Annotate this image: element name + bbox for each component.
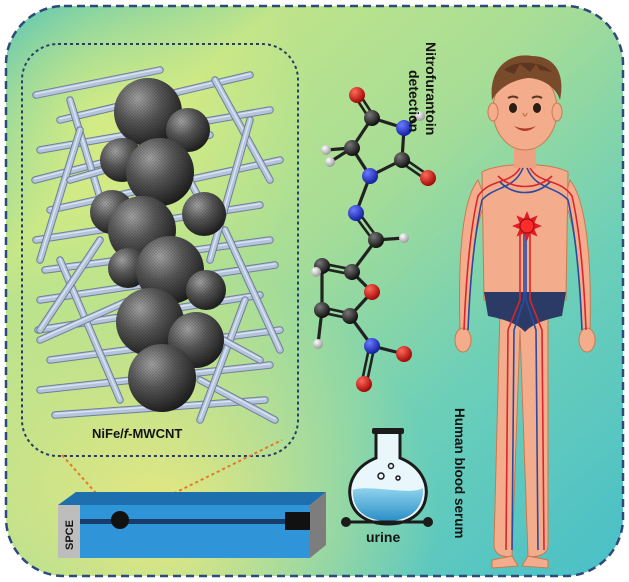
electrode-label: SPCE: [64, 520, 76, 550]
nanotube: [36, 126, 84, 264]
nitrogen-atom: [396, 120, 412, 136]
serum-label: Human blood serum: [452, 408, 467, 539]
analyte-label-line1: Nitrofurantoin: [423, 42, 439, 135]
nanotube: [196, 296, 249, 424]
nanoparticle-sphere: [114, 78, 182, 146]
hydrogen-atom: [311, 267, 321, 277]
oxygen-atom: [364, 284, 380, 300]
nitrogen-atom: [348, 205, 364, 221]
nanotube: [36, 236, 104, 334]
nitrofurantoin-molecule: [311, 87, 436, 392]
analyte-label-line2: detection: [406, 70, 422, 132]
composite-inset: NiFe/f-MWCNT: [21, 43, 299, 457]
nanotube: [36, 296, 134, 344]
nanoparticle-sphere: [182, 192, 226, 236]
oxygen-atom: [349, 87, 365, 103]
nitrogen-atom: [362, 168, 378, 184]
nanoparticle-sphere: [126, 138, 194, 206]
flask-icon: [341, 428, 433, 527]
nanotube: [221, 226, 284, 354]
carbon-atom: [364, 110, 380, 126]
nanotube: [206, 116, 254, 264]
hydrogen-atom: [415, 111, 425, 121]
nanoparticle-sphere: [116, 288, 184, 356]
nitrogen-atom: [364, 338, 380, 354]
urine-label: urine: [366, 529, 400, 545]
hydrogen-atom: [313, 339, 323, 349]
nanoparticle-sphere: [128, 344, 196, 412]
nife-nanoparticles: [90, 78, 226, 412]
nanoparticle-sphere: [186, 270, 226, 310]
nanotube: [32, 66, 164, 99]
hydrogen-atom: [325, 157, 335, 167]
carbon-atom: [314, 302, 330, 318]
carbon-atom: [344, 140, 360, 156]
composite-label: NiFe/f-MWCNT: [92, 426, 182, 441]
carbon-atom: [368, 232, 384, 248]
hydrogen-atom: [321, 145, 331, 155]
oxygen-atom: [356, 376, 372, 392]
oxygen-atom: [420, 170, 436, 186]
spce-electrode: SPCE: [58, 492, 326, 558]
nanotube: [211, 76, 274, 184]
hydrogen-atom: [399, 233, 409, 243]
nanoparticle-sphere: [166, 108, 210, 152]
human-body-icon: [454, 55, 596, 569]
carbon-atom: [344, 264, 360, 280]
carbon-atom: [394, 152, 410, 168]
heart-icon: [512, 211, 542, 241]
carbon-atom: [342, 308, 358, 324]
oxygen-atom: [396, 346, 412, 362]
